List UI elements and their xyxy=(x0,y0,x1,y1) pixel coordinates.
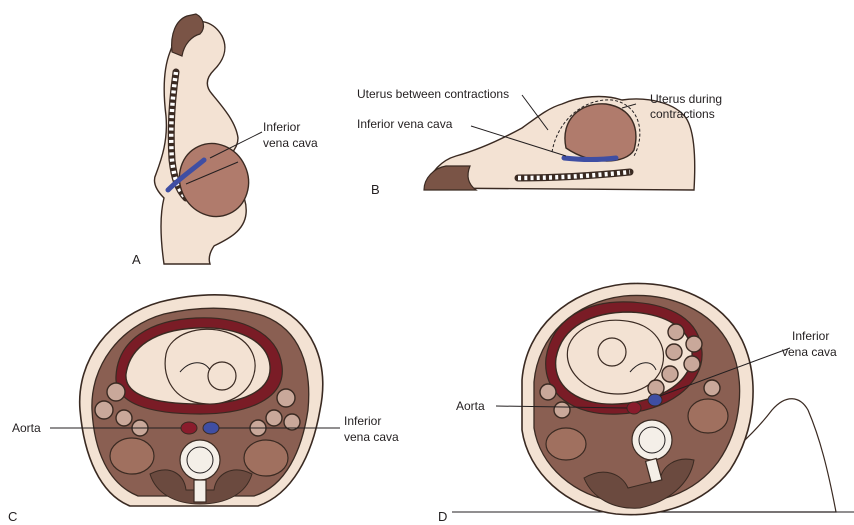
panel-b-hair xyxy=(424,166,476,190)
panel-b-letter: B xyxy=(371,182,380,197)
panel-c-spinous-process xyxy=(194,480,206,502)
panel-d-aorta xyxy=(627,402,641,414)
panel-d-fetal-head xyxy=(598,338,626,366)
panel-b-ivc xyxy=(564,158,616,160)
panel-a-ivc-label-1: Inferior xyxy=(263,120,300,134)
panel-d-kidney-left xyxy=(546,428,586,460)
panel-d-kidney-right xyxy=(688,399,728,433)
panel-c-aorta-label: Aorta xyxy=(12,421,41,435)
panel-c-ivc xyxy=(203,422,219,434)
panel-b-uterus-between-label: Uterus between contractions xyxy=(357,87,509,101)
panel-d-letter: D xyxy=(438,509,447,524)
panel-c-aorta xyxy=(181,422,197,434)
panel-d-ivc-label-2: vena cava xyxy=(782,345,837,359)
panel-d-ivc-label-1: Inferior xyxy=(792,329,829,343)
panel-c-vertebra xyxy=(180,440,220,480)
panel-d-vertebra xyxy=(632,420,672,460)
panel-c-kidney-left xyxy=(110,438,154,474)
panel-d-aorta-label: Aorta xyxy=(456,399,485,413)
panel-c-fetal-head xyxy=(208,362,236,390)
panel-b: Uterus between contractions Uterus durin… xyxy=(357,87,722,197)
panel-c-letter: C xyxy=(8,509,17,524)
panel-b-ivc-label: Inferior vena cava xyxy=(357,117,453,131)
panel-b-uterus-during-label-2: contractions xyxy=(650,107,715,121)
panel-d: Aorta Inferior vena cava D xyxy=(438,283,854,524)
panel-a-letter: A xyxy=(132,252,141,267)
panel-d-ivc xyxy=(648,394,662,406)
panel-b-uterus xyxy=(565,104,636,161)
panel-c-kidney-right xyxy=(244,440,288,476)
panel-c-fetus xyxy=(165,329,255,404)
panel-c-ivc-label-2: vena cava xyxy=(344,430,399,444)
panel-a: Inferior vena cava A xyxy=(132,14,318,267)
panel-b-uterus-during-label-1: Uterus during xyxy=(650,92,722,106)
panel-c-ivc-label-1: Inferior xyxy=(344,414,381,428)
panel-a-ivc-label-2: vena cava xyxy=(263,136,318,150)
panel-c: Aorta Inferior vena cava C xyxy=(8,295,399,524)
